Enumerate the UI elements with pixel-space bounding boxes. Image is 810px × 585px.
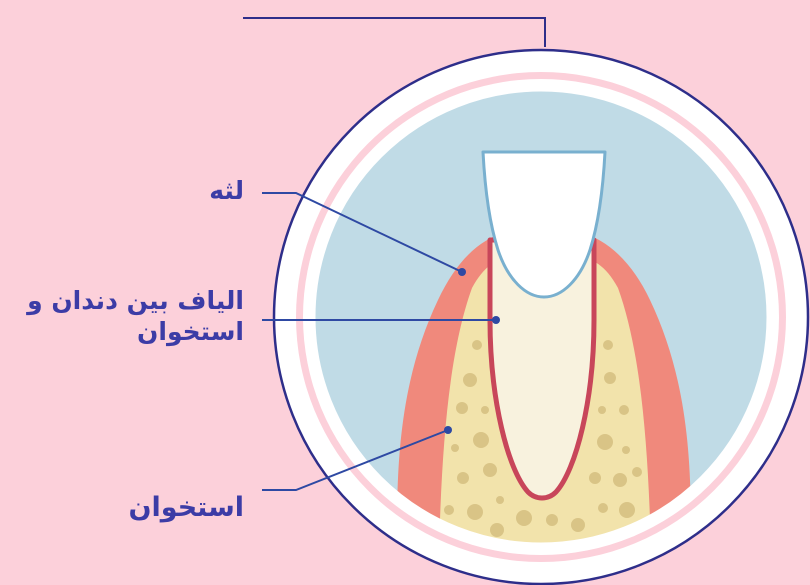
label-ligament-line1: الیاف بین دندان و — [27, 285, 244, 316]
bone-pointer-dot — [444, 426, 452, 434]
label-ligament-line2: استخوان — [27, 316, 244, 347]
ligament-pointer-dot — [492, 316, 500, 324]
label-periodontal-ligament: الیاف بین دندان و استخوان — [27, 285, 244, 348]
top-connector-line — [243, 18, 545, 47]
label-gum: لثه — [209, 175, 244, 206]
gum-pointer-dot — [458, 268, 466, 276]
label-bone: استخوان — [128, 491, 244, 525]
